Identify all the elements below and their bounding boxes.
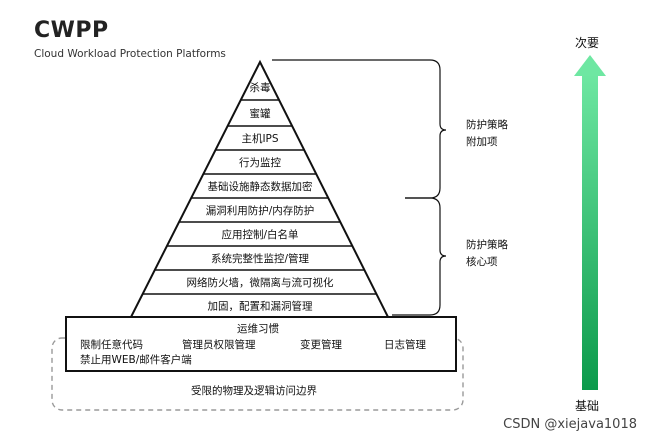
axis-bottom-label: 基础 [575, 399, 600, 413]
importance-arrow-shaft [582, 74, 598, 390]
base-box [65, 316, 457, 372]
pyramid-layer-label: 主机IPS [241, 132, 278, 145]
base-item-1: 限制任意代码 [80, 339, 143, 351]
group-core-line-1: 防护策略 [466, 239, 508, 251]
pyramid-layer-label: 杀毒 [250, 81, 271, 94]
page-title: CWPP [34, 18, 109, 43]
boundary-box [51, 337, 464, 411]
base-item-2: 管理员权限管理 [182, 339, 256, 351]
pyramid-layer-label: 漏洞利用防护/内存防护 [206, 204, 315, 217]
pyramid-layer-dividers [142, 99, 377, 295]
core-brace [392, 197, 447, 316]
pyramid-layer-label: 应用控制/白名单 [221, 228, 298, 241]
base-title: 运维习惯 [237, 323, 279, 335]
page-subtitle: Cloud Workload Protection Platforms [34, 48, 226, 60]
addon-brace [272, 59, 447, 199]
pyramid-layer-label: 网络防火墙，微隔离与流可视化 [187, 276, 334, 289]
axis-top-label: 次要 [575, 36, 600, 50]
group-addon-line-1: 防护策略 [466, 119, 508, 131]
group-core-line-2: 核心项 [466, 256, 498, 268]
group-addon-label: 防护策略 附加项 [466, 117, 508, 151]
importance-arrow-head [574, 55, 606, 76]
pyramid-layer-label: 加固，配置和漏洞管理 [208, 300, 313, 313]
pyramid-outline [129, 59, 390, 318]
boundary-label: 受限的物理及逻辑访问边界 [191, 385, 317, 397]
base-item-4: 日志管理 [384, 339, 426, 351]
pyramid-layer-label: 蜜罐 [250, 107, 271, 120]
watermark: CSDN @xiejava1018 [503, 417, 637, 432]
base-item-3: 变更管理 [300, 339, 342, 351]
group-addon-line-2: 附加项 [466, 136, 498, 148]
pyramid-layer-label: 系统完整性监控/管理 [211, 252, 310, 265]
pyramid-layer-label: 行为监控 [239, 156, 281, 169]
base-item-5: 禁止用WEB/邮件客户端 [80, 354, 192, 366]
pyramid-layer-label: 基础设施静态数据加密 [208, 180, 313, 193]
group-core-label: 防护策略 核心项 [466, 237, 508, 271]
